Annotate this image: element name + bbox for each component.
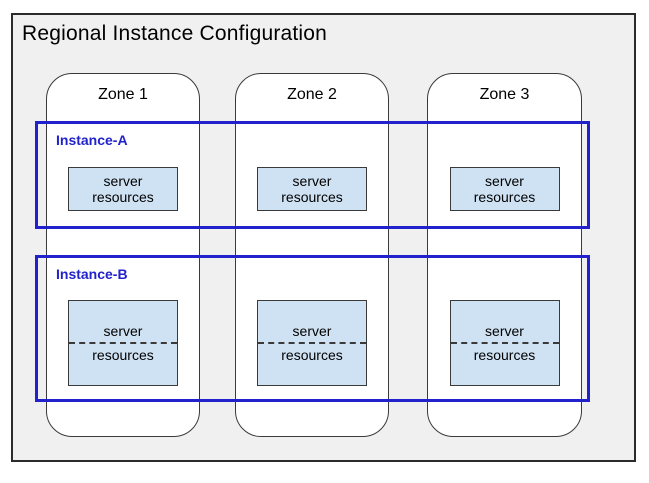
server-resources-label-line1: server (103, 323, 143, 339)
diagram-title: Regional Instance Configuration (22, 22, 328, 45)
zone-2-instance-b-server-resources: server resources (257, 300, 367, 386)
server-resources-label-line2: resources (473, 189, 536, 205)
zone-1-label: Zone 1 (98, 86, 148, 103)
zone-3: Zone 3 server resources server resources (427, 73, 582, 437)
server-resources-label-line1: server (292, 323, 332, 339)
zone-2: Zone 2 server resources server resources (235, 73, 389, 437)
server-resources-label-line1: server (292, 173, 332, 189)
server-resources-label-line2: resources (92, 347, 154, 363)
server-resources-label-line2: resources (92, 189, 154, 205)
zone-1: Zone 1 server resources server resources (46, 73, 200, 437)
server-resources-label-line2: resources (281, 347, 343, 363)
zone-3-instance-b-server-resources: server resources (449, 300, 560, 386)
dashed-divider-line (258, 342, 366, 344)
region-container: Regional Instance Configuration Zone 1 s… (11, 13, 636, 462)
dashed-divider-line (450, 342, 559, 344)
dashed-divider-line (69, 342, 177, 344)
server-resources-label-line1: server (485, 323, 524, 339)
zone-1-instance-a-server-resources: server resources (68, 167, 178, 211)
zone-2-instance-a-server-resources: server resources (257, 167, 367, 211)
server-resources-label-line1: server (103, 173, 143, 189)
server-resources-label-line2: resources (473, 347, 536, 363)
zone-1-instance-b-server-resources: server resources (68, 300, 178, 386)
zone-2-label: Zone 2 (287, 86, 337, 103)
server-resources-label-line1: server (485, 173, 524, 189)
zone-3-label: Zone 3 (479, 86, 530, 103)
server-resources-label-line2: resources (281, 189, 343, 205)
zone-3-instance-a-server-resources: server resources (449, 167, 560, 211)
